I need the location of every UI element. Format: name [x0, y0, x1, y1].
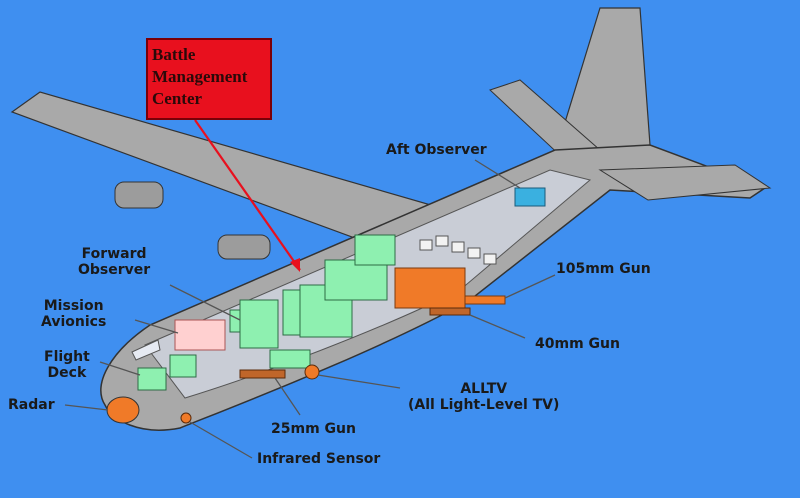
callout-line-3: Center	[152, 89, 203, 108]
mission-avionics-console	[174, 319, 226, 351]
bmc-console	[324, 259, 388, 301]
gun-105mm-barrel	[464, 295, 506, 305]
gun-25mm-barrel	[239, 369, 286, 379]
gun-105mm-body	[394, 267, 466, 309]
label-40mm-gun: 40mm Gun	[535, 336, 620, 352]
forward-observer-leader	[169, 284, 241, 321]
gun-40mm-barrel	[429, 307, 471, 316]
label-flight-deck: Flight Deck	[44, 349, 90, 381]
alltv-leader	[317, 374, 401, 389]
leader-lines	[64, 159, 556, 459]
label-aft-observer: Aft Observer	[386, 142, 487, 158]
engine-nacelle	[114, 181, 164, 209]
label-radar: Radar	[8, 397, 55, 413]
gun-105mm-leader	[504, 274, 556, 299]
battle-management-center-callout: Battle Management Center	[146, 38, 272, 120]
label-105mm-gun: 105mm Gun	[556, 261, 651, 277]
label-alltv: ALLTV (All Light-Level TV)	[408, 381, 560, 413]
infrared-sensor-pod	[180, 412, 192, 424]
cockpit-window	[131, 339, 161, 361]
label-mission-avionics: Mission Avionics	[41, 298, 107, 330]
label-25mm-gun: 25mm Gun	[271, 421, 356, 437]
alltv-pod	[304, 364, 320, 380]
aft-observer-leader	[474, 159, 521, 189]
bmc-console	[269, 349, 311, 369]
callout-line-1: Battle	[152, 45, 196, 64]
horizontal-stabilizer-near	[598, 164, 772, 201]
flight-deck-seat	[169, 354, 197, 378]
infrared-sensor-leader	[189, 421, 253, 459]
radar-dome	[106, 396, 140, 424]
gun-40mm-leader	[469, 314, 526, 339]
aft-observer-station	[514, 187, 546, 207]
flight-deck-leader	[99, 361, 141, 376]
ammo-racks	[419, 235, 497, 265]
bmc-console	[354, 234, 396, 266]
label-infrared-sensor: Infrared Sensor	[257, 451, 381, 467]
gun-25mm-leader	[274, 377, 301, 416]
callout-pointer	[194, 119, 301, 271]
mission-avionics-leader	[134, 319, 179, 334]
callout-line-2: Management	[152, 67, 248, 86]
radar-leader	[64, 404, 109, 411]
callout-arrowhead	[290, 258, 300, 272]
engine-nacelle	[217, 234, 271, 260]
label-forward-observer: Forward Observer	[78, 246, 151, 278]
flight-deck-seat	[137, 367, 167, 391]
bmc-console	[239, 299, 279, 349]
